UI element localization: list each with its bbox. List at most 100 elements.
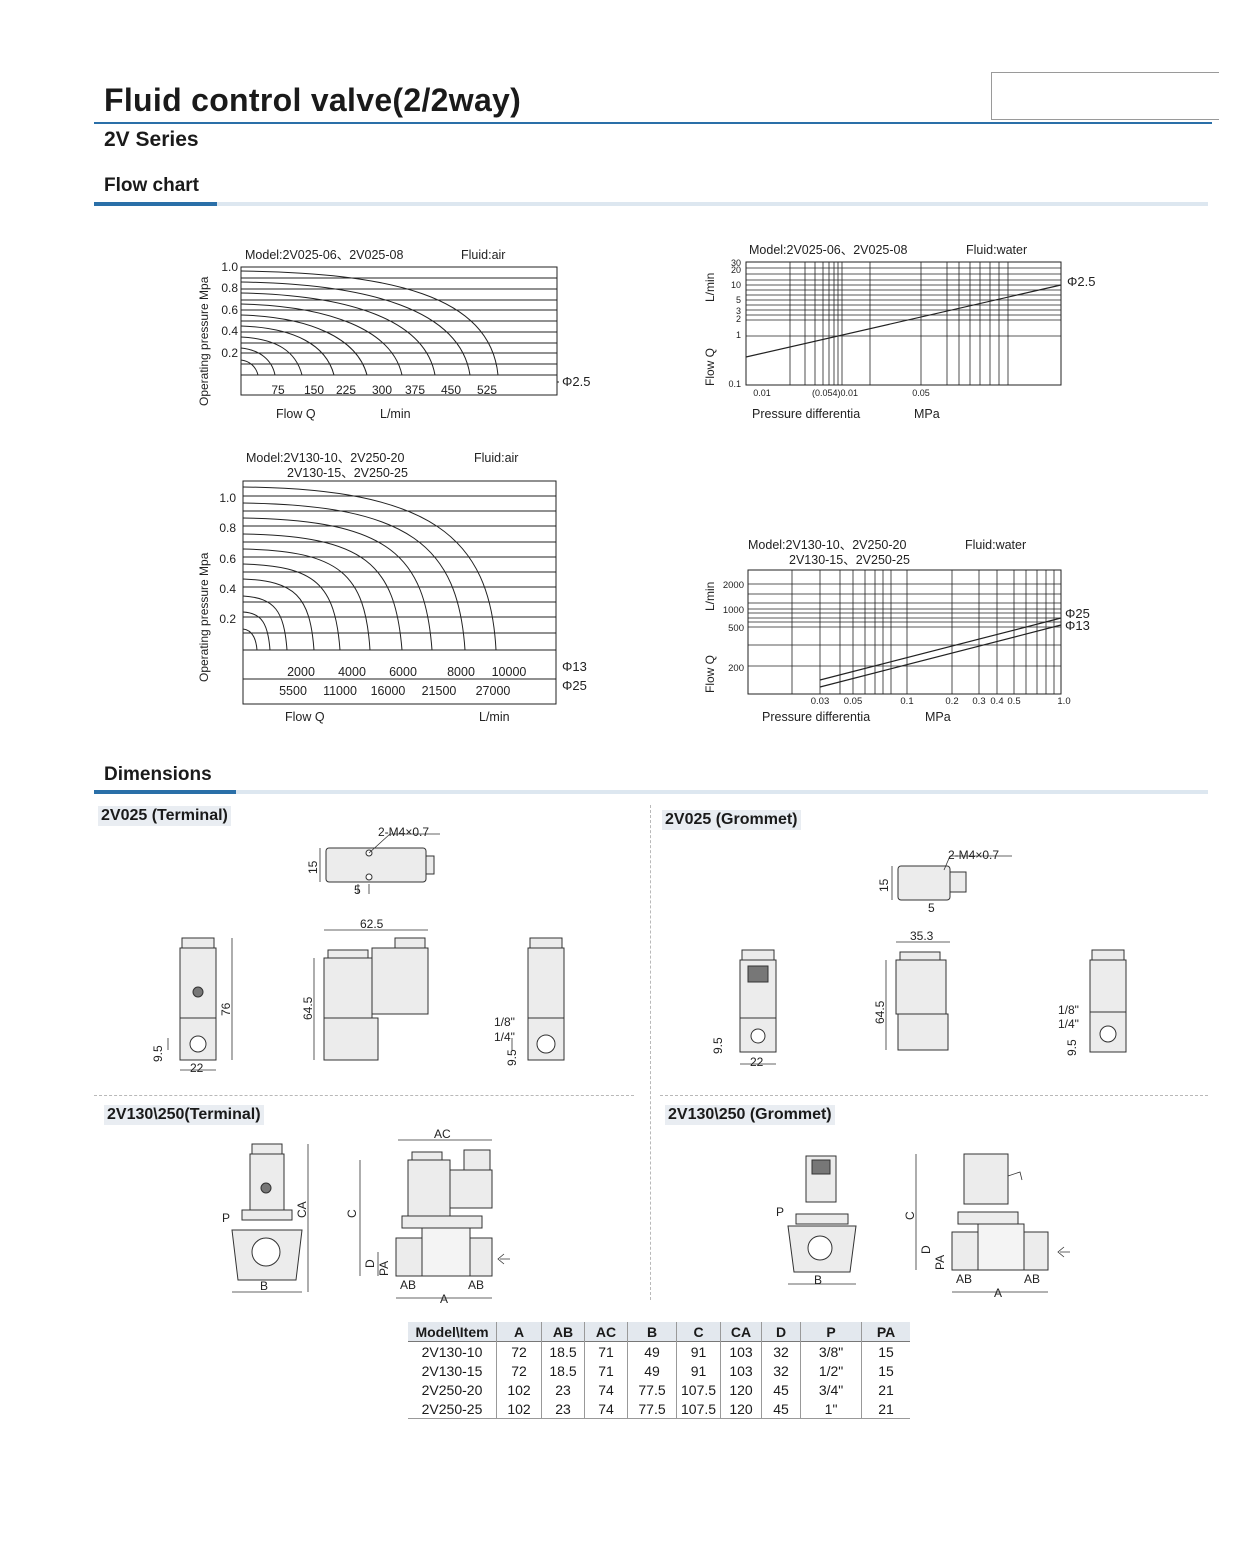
table-cell: 21 — [878, 1381, 894, 1398]
chart3-curve — [242, 595, 288, 651]
dim-title-2v025-terminal: 2V025 (Terminal) — [98, 806, 231, 826]
dim-b-label: B — [814, 1273, 822, 1287]
grommet-label — [811, 1159, 831, 1175]
chart1-curve — [240, 270, 499, 376]
port-circle — [536, 1034, 556, 1054]
port-circle — [807, 1235, 833, 1261]
table-cell: 72 — [496, 1361, 542, 1380]
chart3-xtick-25: 5500 — [279, 684, 307, 698]
table-cell: 91 — [676, 1341, 722, 1361]
drawing-2v025-grommet: 2-M4×0.7 15 5 35.3 64.5 9.5 22 1/8" 1/4"… — [711, 848, 1127, 1069]
flow-arrow — [1057, 1246, 1070, 1258]
table-row: 2V130-10 72 18.5 71 49 91 103 32 3/8" 15 — [408, 1341, 910, 1361]
chart4-xtick: 1.0 — [1057, 696, 1070, 707]
chart1-xtick: 300 — [372, 383, 392, 397]
chart2-series-label: Φ2.5 — [1067, 274, 1095, 289]
chart4-fluid: Fluid:water — [965, 538, 1026, 552]
dim-76-label: 76 — [219, 1002, 233, 1016]
dim-title-2v025-grommet: 2V025 (Grommet) — [662, 810, 801, 830]
chart4-ytick: 500 — [728, 623, 744, 634]
chart4-xunit: MPa — [925, 710, 951, 724]
dim-pa-label: PA — [933, 1255, 947, 1270]
chart1-curve — [240, 281, 471, 376]
chart2-xtick: 0.01 — [753, 388, 771, 398]
table-cell: 32 — [761, 1341, 802, 1361]
dim-ca-label: CA — [295, 1201, 309, 1218]
connector-cap — [463, 1149, 491, 1171]
table-cell: 74 — [584, 1399, 628, 1419]
chart3-series-25: Φ25 — [562, 678, 587, 693]
chart1-ytick: 0.2 — [221, 346, 238, 360]
dim-22-label: 22 — [190, 1061, 204, 1075]
dim-pa-label: PA — [377, 1261, 391, 1276]
chart3-curve — [242, 548, 371, 651]
table-cell: 103 — [720, 1341, 763, 1361]
chart4-xtick: 0.5 — [1007, 696, 1020, 707]
col-header: C — [676, 1322, 722, 1342]
chart3-xtick-13: 8000 — [447, 665, 475, 679]
chart2-ytick: 30 — [731, 258, 741, 268]
chart1-frame — [240, 266, 558, 396]
chart3-fluid: Fluid:air — [474, 451, 518, 465]
coil-body — [249, 1153, 285, 1211]
chart3-xtick-13: 10000 — [492, 665, 527, 679]
coil-body — [407, 1159, 451, 1217]
grommet-wires — [949, 871, 967, 893]
chart3-xtick-13: 4000 — [338, 665, 366, 679]
table-cell: 45 — [761, 1380, 802, 1399]
chart3-curve — [242, 517, 433, 651]
chart4-series-line-13 — [819, 624, 1062, 688]
dim-a-label: A — [440, 1292, 448, 1306]
dim-a-label: A — [994, 1286, 1002, 1300]
table-cell: 18.5 — [541, 1361, 585, 1380]
table-cell: 77.5 — [627, 1399, 677, 1419]
valve-top-plug — [425, 855, 435, 875]
table-cell: 2V130-10 — [408, 1341, 497, 1361]
valve-center — [977, 1223, 1025, 1271]
chart3-curve — [242, 578, 315, 651]
leader-line — [368, 833, 391, 854]
dim-95-right-label: 9.5 — [1065, 1039, 1079, 1056]
coil-body — [895, 959, 947, 1015]
chart3-xtick-13: 2000 — [287, 665, 315, 679]
chart2-xtick: (0.054)0.01 — [812, 388, 858, 398]
port-circle — [189, 1035, 207, 1053]
dim-c-label: C — [345, 1209, 359, 1218]
drawing-2v025-terminal: 2-M4×0.7 15 5 62.5 64.5 76 9.5 22 1/8" 1… — [151, 825, 565, 1075]
table-cell: 2V250-25 — [408, 1399, 497, 1419]
dim-645-label: 64.5 — [873, 1000, 887, 1024]
table-cell: 49 — [627, 1361, 677, 1380]
chart3-ylabel: Operating pressure Mpa — [197, 552, 211, 682]
dim-c-label: C — [903, 1211, 917, 1220]
dim-5-label: 5 — [928, 901, 935, 915]
chart2-series-line — [745, 284, 1062, 358]
chart1-xtick: 150 — [304, 383, 324, 397]
coil-cap — [327, 949, 369, 959]
connector-box — [371, 947, 429, 1015]
page-title: Fluid control valve(2/2way) — [104, 82, 522, 118]
table-cell: 102 — [496, 1399, 542, 1419]
leader-line — [943, 855, 951, 871]
chart3-frame — [242, 480, 557, 705]
table-cell: 15 — [878, 1343, 894, 1360]
dim-22-label: 22 — [750, 1055, 764, 1069]
spec-table: Model\Item A AB AC B C CA D P PA 2V130-1… — [408, 1322, 911, 1419]
dim-ab-label: AB — [468, 1278, 484, 1292]
table-cell: 71 — [584, 1361, 628, 1380]
chart1-ytick: 1.0 — [221, 260, 238, 274]
table-cell: 91 — [676, 1361, 722, 1380]
chart1-model: Model:2V025-06、2V025-08 — [245, 248, 403, 262]
valve-top-view — [325, 847, 427, 883]
chart4-ylabel-top: L/min — [703, 582, 717, 611]
valve-top-view — [897, 865, 951, 901]
coil-cap — [1091, 949, 1125, 961]
dim-95-label: 9.5 — [151, 1045, 165, 1062]
dim-ab-label: AB — [956, 1272, 972, 1286]
col-header: B — [627, 1322, 677, 1342]
chart3-xtick-25: 21500 — [422, 684, 457, 698]
table-cell: 71 — [584, 1341, 628, 1361]
dim-ac-label: AC — [434, 1127, 451, 1141]
chart1-ylabel: Operating pressure Mpa — [197, 276, 211, 406]
dimension-divider-v — [650, 805, 651, 1300]
dim-18-label: 1/8" — [494, 1015, 515, 1029]
